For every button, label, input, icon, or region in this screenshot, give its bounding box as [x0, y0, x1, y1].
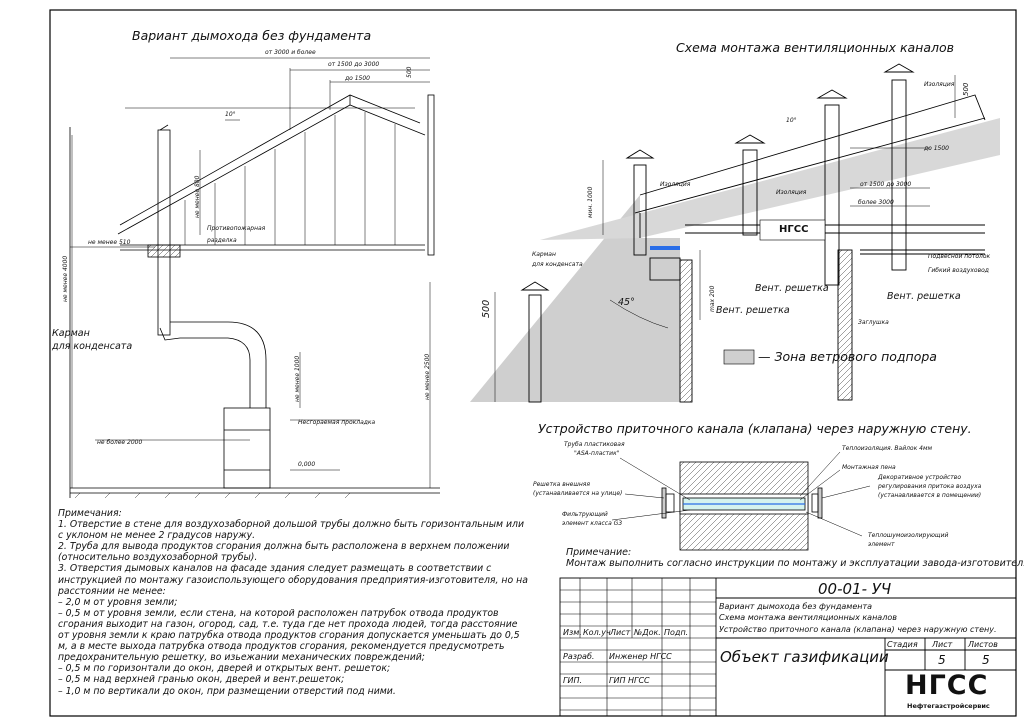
ceiling-label: Подвесной потолок [928, 253, 991, 260]
dim-more3000: более 3000 [858, 199, 894, 206]
filter-1: Фильтрующий [562, 511, 608, 518]
vent-pocket-1: Карман [532, 251, 556, 258]
chimney-drawing [69, 57, 440, 499]
vent-title: Схема монтажа вентиляционных каналов [676, 40, 955, 55]
desc-3: Устройство приточного канала (клапана) ч… [719, 625, 997, 634]
company-logo: НГСС Нефтегазстройсервис [905, 672, 995, 714]
dim-1500-3000: от 1500 до 3000 [328, 61, 380, 68]
supply-drawing [611, 451, 871, 551]
col-list: Лист [610, 628, 631, 637]
deco-2: регулирования притока воздуха [878, 483, 982, 490]
razrab-name: Инженер НГСС [609, 652, 672, 661]
dim-to1500: до 1500 [924, 145, 949, 152]
dim-min1000: мин. 1000 [587, 186, 594, 218]
supply-note-title: Примечание: [566, 547, 632, 558]
flexduct-label: Гибкий воздуховод [928, 267, 989, 274]
dim-min800: не менее 800 [194, 175, 201, 218]
note-3e: – 1,0 м по вертикали до окон, при размещ… [58, 685, 396, 697]
stage-header: Стадия [887, 640, 918, 649]
noncomb-gasket: Несгораемая прокладка [298, 419, 376, 426]
felt-insul: Теплоизоляция. Вайлок 4мм [842, 445, 932, 452]
note-3d: – 0,5 м над верхней гранью окон, дверей … [58, 674, 345, 686]
sheets-value: 5 [982, 653, 990, 667]
col-podp: Подп. [664, 628, 689, 637]
angle-45: 45° [618, 297, 635, 308]
note-3: 3. Отверстия дымовых каналов на фасаде з… [58, 563, 528, 597]
foam-label: Монтажная пена [842, 464, 896, 471]
level-mark: 0,000 [298, 461, 316, 468]
dim-min2500: не менее 2500 [424, 353, 431, 400]
firecut-label-1: Противопожарная [207, 225, 266, 232]
dim-1500-3000: от 1500 до 3000 [860, 181, 912, 188]
note-1: 1. Отверстие в стене для воздухозаборной… [58, 519, 525, 542]
firecut-label-2: разделка [207, 237, 237, 244]
col-kol: Кол.уч [583, 628, 611, 637]
title-block [559, 577, 1017, 717]
dim-min1000: не менее 1000 [294, 355, 301, 402]
dim-500: 500 [406, 66, 413, 78]
note-2: 2. Труба для вывода продуктов сгорания д… [58, 541, 510, 564]
condensate-pocket-2: для конденсата [52, 341, 133, 352]
heat-insul-2: элемент [868, 541, 895, 548]
deco-1: Декоративное устройство [878, 474, 962, 481]
company-badge: НГСС [779, 224, 809, 235]
general-notes: Примечания: 1. Отверстие в стене для воз… [58, 508, 528, 697]
pipe-label-2: "ASA-пластик" [574, 450, 620, 457]
sheet-value: 5 [938, 653, 946, 667]
dim-500a: 500 [962, 82, 970, 96]
wind-zone-legend: — Зона ветрового подпора [758, 349, 937, 364]
sheets-header: Листов [968, 640, 998, 649]
insul-2: Изоляция [660, 181, 691, 188]
deco-3: (устанавливается в помещении) [878, 492, 982, 499]
col-ndok: №Док. [634, 628, 661, 637]
desc-1: Вариант дымохода без фундамента [719, 602, 873, 611]
object-title: Объект газификации [720, 648, 889, 666]
razrab-label: Разраб. [563, 652, 595, 661]
insul-3: Изоляция [776, 189, 807, 196]
sheet-header: Лист [932, 640, 953, 649]
dim-from3000: от 3000 и более [265, 49, 316, 56]
chimney-title: Вариант дымохода без фундамента [132, 28, 372, 43]
outer-grille-2: (устанавливается на улице) [533, 490, 623, 497]
filter-2: элемент класса G3 [562, 520, 623, 527]
doc-code: 00-01- УЧ [818, 580, 892, 598]
vent-drawing [470, 63, 1000, 403]
note-3a: – 2,0 м от уровня земли; [58, 596, 178, 608]
desc-2: Схема монтажа вентиляционных каналов [719, 613, 897, 622]
plug-label: Заглушка [858, 319, 889, 326]
pipe-label-1: Труба пластиковая [564, 441, 625, 448]
col-izm: Изм. [563, 628, 582, 637]
logo-mark: НГСС [905, 670, 989, 701]
grille-1: Вент. решетка [755, 283, 829, 294]
dim-max2000: не более 2000 [97, 439, 143, 446]
insul-1: Изоляция [924, 81, 955, 88]
gip-label: ГИП. [563, 676, 582, 685]
heat-insul-1: Теплошумоизолирующий [868, 532, 949, 539]
angle-10-vent: 10° [786, 117, 797, 124]
logo-subtitle: Нефтегазстройсервис [907, 702, 990, 710]
supply-note-text: Монтаж выполнить согласно инструкции по … [566, 558, 1024, 569]
note-3c: – 0,5 м по горизонтали до окон, дверей и… [58, 663, 391, 675]
grille-2: Вент. решетка [716, 305, 790, 316]
dim-min4000: не менее 4000 [62, 255, 69, 302]
grille-3: Вент. решетка [887, 291, 961, 302]
gip-name: ГИП НГСС [609, 676, 650, 685]
dim-500b: 500 [481, 299, 492, 318]
note-3b: – 0,5 м от уровня земли, если стена, на … [58, 607, 520, 664]
angle-10: 10° [225, 111, 236, 118]
dim-to1500: до 1500 [345, 75, 370, 82]
notes-heading: Примечания: [58, 508, 122, 519]
dim-min510: не менее 510 [88, 239, 131, 246]
vent-pocket-2: для конденсата [532, 261, 583, 268]
condensate-pocket-1: Карман [52, 328, 90, 339]
outer-grille-1: Решетка внешняя [533, 481, 590, 488]
supply-title: Устройство приточного канала (клапана) ч… [538, 421, 972, 436]
